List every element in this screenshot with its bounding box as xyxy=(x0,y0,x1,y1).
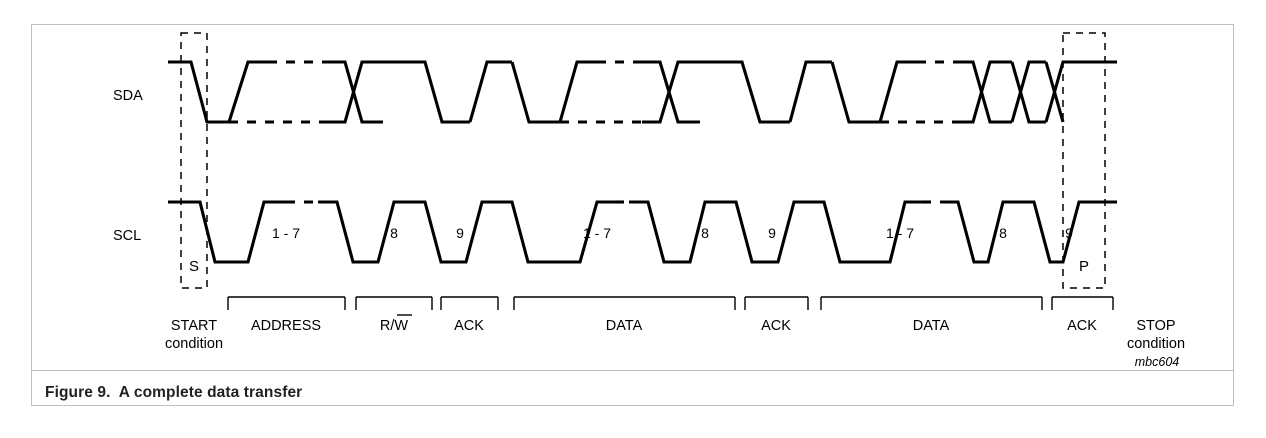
phase-label-rw: R/W xyxy=(380,318,409,334)
sda-data2-bit8-eye-b xyxy=(1010,61,1046,124)
start-condition-label-line2: condition xyxy=(165,336,223,352)
clock-number: 9 xyxy=(768,225,776,241)
bracket-ack-3 xyxy=(1051,296,1114,310)
stop-condition-marker: P xyxy=(1062,32,1106,289)
bracket-data-2 xyxy=(820,296,1043,310)
sda-ack3-eye-a xyxy=(1010,60,1046,123)
start-condition-marker: S xyxy=(180,32,208,289)
sda-addr-end-fall xyxy=(328,60,383,124)
phase-label-data-2: DATA xyxy=(913,318,950,334)
stop-condition-label-line2: condition xyxy=(1127,336,1185,352)
bracket-rw xyxy=(355,296,433,310)
figure-credit: mbc604 xyxy=(1135,355,1180,369)
clock-number: 8 xyxy=(701,225,709,241)
bracket-data-1 xyxy=(513,296,736,310)
sda-ack2-rise xyxy=(788,60,832,123)
phase-brackets xyxy=(227,296,1114,310)
clock-number: 1 - 7 xyxy=(886,225,914,241)
phase-label-rw-group: R/W xyxy=(380,314,412,334)
phase-label-ack-1: ACK xyxy=(454,318,484,334)
phase-label-ack-3: ACK xyxy=(1067,318,1097,334)
sda-addr-rise xyxy=(227,60,268,123)
bracket-address xyxy=(227,296,346,310)
figure-frame xyxy=(31,24,1234,406)
scl-pulse-addr-a xyxy=(168,200,286,264)
sda-data2-rise xyxy=(878,60,917,123)
sda-ack1-fall xyxy=(510,61,560,124)
start-condition-label-line1: START xyxy=(171,318,217,334)
clock-number: 9 xyxy=(456,225,464,241)
phase-label-ack-2: ACK xyxy=(761,318,791,334)
sda-data2-fall xyxy=(956,60,1012,124)
timing-waveform-svg: SDA SCL xyxy=(113,32,1185,369)
start-symbol: S xyxy=(189,258,199,275)
start-marker-box xyxy=(180,32,208,289)
sda-start-segment xyxy=(168,60,229,124)
phase-label-data-1: DATA xyxy=(606,318,643,334)
scl-waveform xyxy=(168,200,1117,264)
sda-waveform xyxy=(168,60,1117,124)
stop-marker-box xyxy=(1062,32,1106,289)
clock-number-labels: 1 - 7 8 9 1 - 7 8 9 1 - 7 8 9 xyxy=(272,225,1073,241)
sda-ack2-fall xyxy=(830,61,880,124)
sda-data2-bit8-eye-a xyxy=(956,60,1012,124)
scl-pulses-2 xyxy=(629,200,922,264)
sda-bit8-eye xyxy=(328,60,470,124)
sda-data1-bit8-eye xyxy=(642,60,790,124)
stop-symbol: P xyxy=(1079,258,1089,275)
clock-number: 1 - 7 xyxy=(583,225,611,241)
bracket-ack-2 xyxy=(744,296,809,310)
sda-signal-label: SDA xyxy=(113,88,143,104)
phase-label-address: ADDRESS xyxy=(251,318,321,334)
stop-condition-label-line1: STOP xyxy=(1136,318,1175,334)
sda-stop-rise xyxy=(1044,60,1117,123)
scl-pulses-1 xyxy=(318,200,615,264)
clock-number: 1 - 7 xyxy=(272,225,300,241)
clock-number: 8 xyxy=(390,225,398,241)
caption-divider xyxy=(31,370,1234,371)
scl-signal-label: SCL xyxy=(113,228,141,244)
bracket-ack-1 xyxy=(440,296,499,310)
clock-number: 8 xyxy=(999,225,1007,241)
sda-data1-fall xyxy=(642,60,700,124)
figure-caption: Figure 9. A complete data transfer xyxy=(45,384,303,401)
sda-data1-rise xyxy=(558,60,597,123)
sda-ack3-eye-b xyxy=(1044,61,1065,123)
scl-pulses-3 xyxy=(940,200,1117,264)
clock-number: 9 xyxy=(1065,225,1073,241)
phase-labels: START condition ADDRESS R/W ACK DATA ACK… xyxy=(165,314,1185,369)
i2c-timing-diagram: SDA SCL xyxy=(113,32,1185,369)
sda-ack1-rise xyxy=(468,60,512,123)
